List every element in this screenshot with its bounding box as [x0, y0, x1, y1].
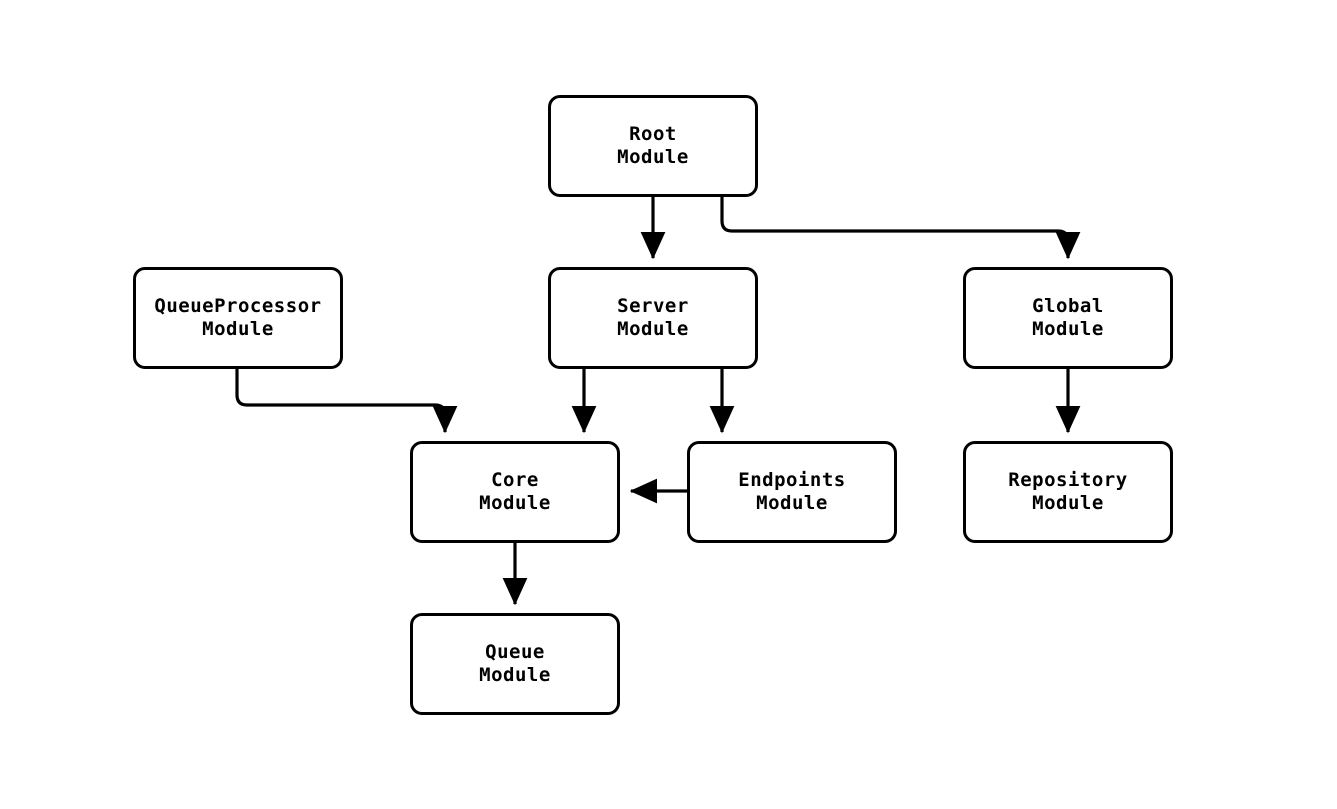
node-queue-label-line1: Queue — [485, 641, 545, 663]
node-root-label-line1: Root — [629, 123, 677, 145]
edge-root-to-global — [720, 197, 1081, 260]
node-queue-label-line2: Module — [479, 664, 551, 686]
edge-queueprocessor-to-core — [235, 369, 458, 434]
node-repository-label-line1: Repository — [1008, 469, 1128, 491]
node-repository-label-line2: Module — [1032, 492, 1104, 514]
node-root-label-line2: Module — [617, 146, 689, 168]
node-server-label-line1: Server — [617, 295, 689, 317]
node-endpoints-label-line2: Module — [756, 492, 828, 514]
node-core-label-line2: Module — [479, 492, 551, 514]
node-core-label-line1: Core — [491, 469, 539, 491]
node-global-label-line1: Global — [1032, 295, 1104, 317]
node-endpoints-label-line1: Endpoints — [738, 469, 846, 491]
node-global-label-line2: Module — [1032, 318, 1104, 340]
node-queueprocessor-label-line2: Module — [202, 318, 274, 340]
node-server-label-line2: Module — [617, 318, 689, 340]
node-queueprocessor-label-line1: QueueProcessor — [154, 295, 322, 317]
